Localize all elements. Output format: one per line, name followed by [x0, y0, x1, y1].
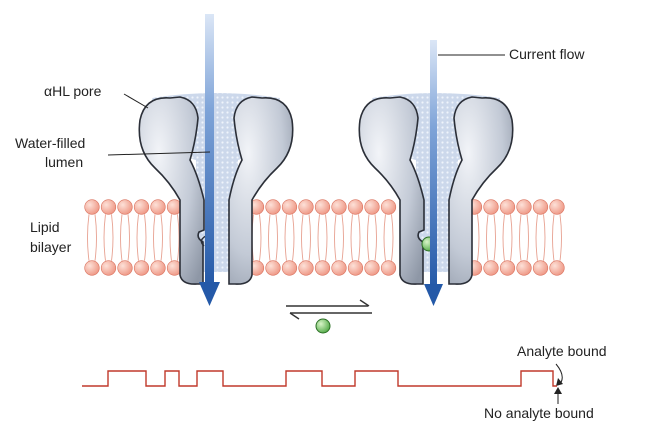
lipid-head	[151, 261, 166, 276]
lipid-head	[348, 261, 363, 276]
lipid-head	[517, 200, 532, 215]
lipid-head	[550, 200, 565, 215]
label-water-filled: Water-filled	[15, 135, 85, 151]
label-pore: αHL pore	[44, 83, 102, 99]
lipid-tail	[520, 214, 529, 260]
lipid-head	[266, 200, 281, 215]
lipid-tail	[318, 214, 327, 260]
lipid-tail	[384, 214, 393, 260]
lipid-tail	[88, 214, 97, 260]
lipid-head	[500, 200, 515, 215]
lipid-head	[315, 200, 330, 215]
lipid-tail	[351, 214, 360, 260]
label-current-flow: Current flow	[509, 46, 585, 62]
lipid-head	[550, 261, 565, 276]
lipid-head	[151, 200, 166, 215]
lipid-tail	[302, 214, 311, 260]
lipid-head	[282, 261, 297, 276]
lipid-bilayer	[85, 200, 565, 276]
lipid-head	[365, 261, 380, 276]
lipid-head	[381, 200, 396, 215]
lipid-tail	[368, 214, 377, 260]
lipid-head	[484, 200, 499, 215]
lipid-head	[484, 261, 499, 276]
lipid-head	[299, 200, 314, 215]
lipid-head	[381, 261, 396, 276]
lipid-tail	[252, 214, 261, 260]
lipid-head	[517, 261, 532, 276]
lipid-head	[299, 261, 314, 276]
lipid-head	[101, 261, 116, 276]
lipid-head	[315, 261, 330, 276]
lipid-tail	[170, 214, 179, 260]
equilibrium-harpoons-icon	[286, 300, 372, 319]
lipid-head	[266, 261, 281, 276]
lipid-head	[365, 200, 380, 215]
free-analyte-icon	[316, 319, 330, 333]
label-lumen: lumen	[45, 154, 83, 170]
lipid-head	[533, 261, 548, 276]
pore-left-lobe	[139, 97, 204, 284]
label-no-analyte-bound: No analyte bound	[484, 405, 594, 421]
lipid-head	[85, 261, 100, 276]
lipid-tail	[487, 214, 496, 260]
lipid-head	[118, 200, 133, 215]
lipid-head	[118, 261, 133, 276]
lipid-head	[101, 200, 116, 215]
current-trace	[82, 371, 557, 386]
lipid-tail	[503, 214, 512, 260]
pore-right-lobe	[229, 97, 293, 284]
lipid-head	[348, 200, 363, 215]
label-bilayer: bilayer	[30, 239, 72, 255]
lipid-head	[533, 200, 548, 215]
label-analyte-bound: Analyte bound	[517, 343, 607, 359]
lipid-tail	[121, 214, 130, 260]
lipid-tail	[154, 214, 163, 260]
lipid-head	[85, 200, 100, 215]
lipid-tail	[536, 214, 545, 260]
lipid-tail	[335, 214, 344, 260]
pore-right-lobe	[449, 97, 513, 284]
lipid-tail	[137, 214, 146, 260]
lipid-head	[332, 200, 347, 215]
lipid-head	[500, 261, 515, 276]
label-lipid: Lipid	[30, 219, 60, 235]
lipid-head	[282, 200, 297, 215]
lipid-head	[134, 261, 149, 276]
lipid-tail	[269, 214, 278, 260]
lipid-tail	[553, 214, 562, 260]
lipid-head	[134, 200, 149, 215]
lipid-tail	[104, 214, 113, 260]
lipid-tail	[285, 214, 294, 260]
lipid-head	[332, 261, 347, 276]
